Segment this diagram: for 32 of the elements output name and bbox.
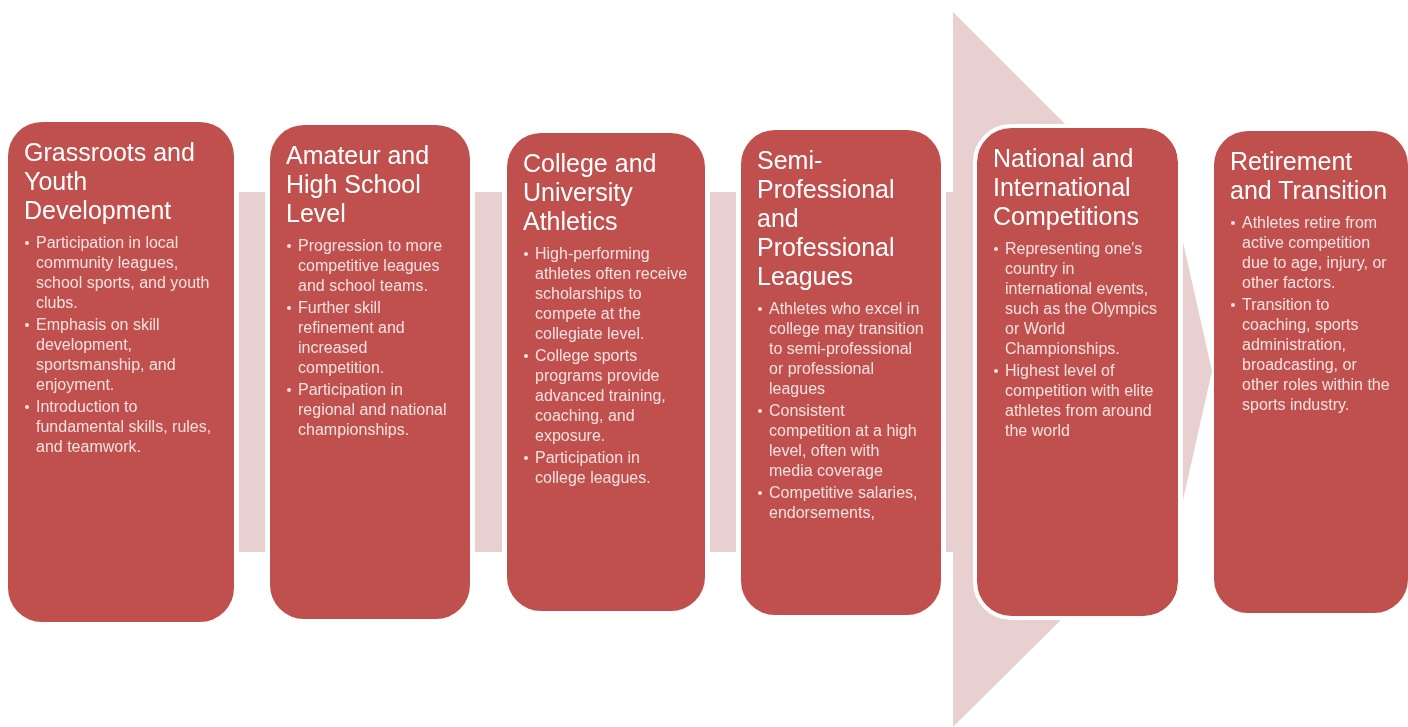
stage-card [507,133,705,611]
connector-band [239,192,265,552]
bullet-point: Introduction to fundamental skills, rules, and teamwork. [24,397,218,457]
stage-heading: Amateur and High School Level [286,141,431,228]
bullet-point: Athletes retire from active competition due to age, injury, or other factors. [1230,213,1392,293]
stage-heading: National and International Competitions [993,144,1140,231]
stage-card [270,125,470,619]
bullet-point: College sports programs provide advanced training, coaching, and exposure. [523,346,689,446]
bullet-point: Further skill refinement and increased competition. [286,298,454,378]
connector-band [475,192,502,552]
bullet-point: Transition to coaching, sports administration, broadcasting, or other roles within the sports industry. [1230,295,1392,415]
bullet-point: Competitive salaries, endorsements, [757,483,925,523]
bullet-point: Athletes who excel in college may transition to semi-professional or professional leagues [757,299,925,399]
connector-band [1183,242,1212,500]
bullet-point: Representing one's country in international events, such as the Olympics or World Championships. [993,239,1162,359]
connector-band [946,192,972,552]
bullet-point: Highest level of competition with elite athletes from around the world [993,361,1162,441]
bullet-point: Consistent competition at a high level, often with media coverage [757,401,925,481]
stage-card [1214,131,1408,613]
stage-heading: Retirement and Transition [1230,147,1389,205]
stage-card [741,130,941,615]
stage-heading: Grassroots and Youth Development [24,138,196,225]
connector-band [710,192,736,552]
bullet-point: Participation in regional and national championships. [286,380,454,440]
bullet-point: Participation in local community leagues, school sports, and youth clubs. [24,233,218,313]
stage-card [8,122,234,622]
bullet-point: Emphasis on skill development, sportsmanship, and enjoyment. [24,315,218,395]
stage-heading: College and University Athletics [523,149,658,236]
bullet-point: High-performing athletes often receive scholarships to compete at the collegiate level. [523,244,689,344]
bullet-point: Participation in college leagues. [523,448,689,488]
stage-heading: Semi-Professional and Professional Leagues [757,146,896,291]
bullet-point: Progression to more competitive leagues and school teams. [286,236,454,296]
